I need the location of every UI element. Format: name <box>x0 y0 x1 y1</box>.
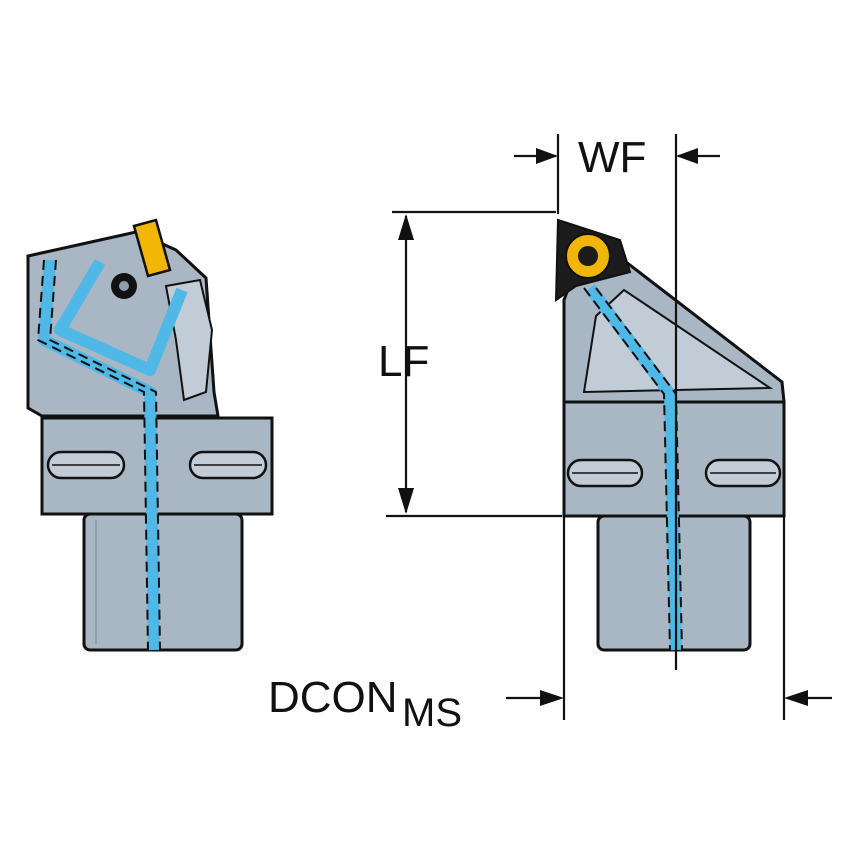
right-coolant-channel <box>585 284 682 651</box>
left-insert <box>132 218 172 278</box>
left-coolant-channel <box>38 258 188 651</box>
left-view <box>26 218 274 652</box>
dimension-lines <box>386 134 832 720</box>
dimension-lf-label: LF <box>378 337 429 386</box>
dimension-dcon-main: DCON <box>268 673 398 722</box>
left-shank <box>82 512 244 652</box>
right-view <box>554 218 786 652</box>
dimension-dcon-label: DCON MS <box>268 673 462 735</box>
dimension-dcon-subscript: MS <box>402 691 462 735</box>
dimension-wf-label: WF <box>578 133 646 182</box>
